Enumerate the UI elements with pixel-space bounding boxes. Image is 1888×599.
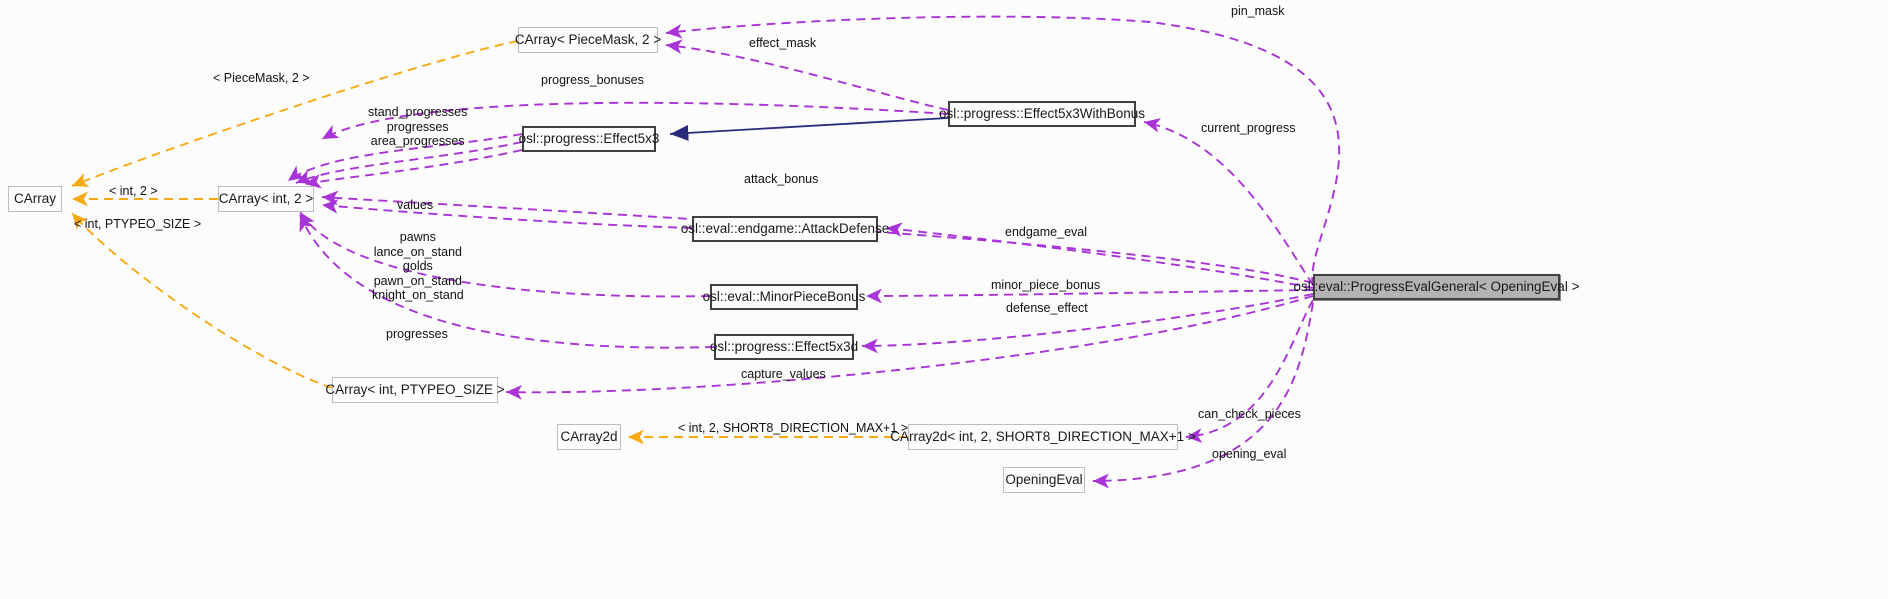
- edge-label-effect-mask: effect_mask: [749, 36, 817, 50]
- edge-effect5x3-inherits: [669, 117, 949, 141]
- node-label: CArray2d< int, 2, SHORT8_DIRECTION_MAX+1…: [890, 429, 1196, 445]
- node-label: osl::progress::Effect5x3d: [709, 339, 859, 355]
- node-label: osl::progress::Effect5x3WithBonus: [938, 106, 1146, 122]
- edge-minor-piece-bonus: [865, 288, 1314, 304]
- node-carray2d[interactable]: CArray2d: [557, 424, 621, 450]
- edge-capture-values: [505, 295, 1314, 400]
- node-label: osl::eval::ProgressEvalGeneral< OpeningE…: [1293, 279, 1580, 295]
- edge-label-piecemask-2: < PieceMask, 2 >: [213, 71, 310, 85]
- edge-label-pawns-group: pawns lance_on_stand golds pawn_on_stand…: [372, 230, 464, 302]
- edge-label-current-progress: current_progress: [1201, 121, 1296, 135]
- edge-stand-progresses-2: [295, 141, 523, 184]
- node-label: CArray2d: [560, 429, 618, 445]
- node-osl-eval-endgame-attackdefense[interactable]: osl::eval::endgame::AttackDefense: [681, 216, 889, 242]
- edge-effect-mask: [665, 39, 949, 111]
- edge-label-opening-eval: opening_eval: [1212, 447, 1287, 461]
- node-carray-int-ptypeo-size[interactable]: CArray< int, PTYPEO_SIZE >: [325, 377, 505, 403]
- node-openingeval[interactable]: OpeningEval: [1003, 467, 1085, 493]
- edge-label-progresses: progresses: [386, 327, 448, 341]
- edge-label-stand-progresses-group: stand_progresses progresses area_progres…: [368, 105, 468, 148]
- edge-label-capture-values: capture_values: [741, 367, 826, 381]
- edge-label-int-2: < int, 2 >: [109, 184, 158, 198]
- edge-defense-effect: [861, 293, 1314, 354]
- edge-progress-bonuses: [321, 101, 949, 140]
- template-instantiation-edges: [71, 40, 908, 445]
- edge-label-endgame-eval: endgame_eval: [1005, 225, 1088, 239]
- edge-can-check-pieces: [1185, 299, 1314, 444]
- node-osl-progress-effect5x3withbonus[interactable]: osl::progress::Effect5x3WithBonus: [939, 101, 1145, 127]
- edge-label-int-2-short8-direction-max: < int, 2, SHORT8_DIRECTION_MAX+1 >: [678, 421, 909, 435]
- node-osl-progress-effect5x3d[interactable]: osl::progress::Effect5x3d: [710, 334, 858, 360]
- edge-endgame-eval: [885, 222, 1314, 289]
- node-osl-progress-effect5x3[interactable]: osl::progress::Effect5x3: [519, 126, 659, 152]
- node-label: CArray< int, 2 >: [218, 191, 314, 207]
- edge-label-attack-bonus: attack_bonus: [744, 172, 819, 186]
- usage-edges: [287, 15, 1341, 489]
- node-carray2d-int-2-short8[interactable]: CArray2d< int, 2, SHORT8_DIRECTION_MAX+1…: [890, 424, 1196, 450]
- edge-pawns-group: [299, 211, 711, 298]
- node-osl-eval-minorpiecebonus[interactable]: osl::eval::MinorPieceBonus: [703, 284, 865, 310]
- node-osl-eval-progressevalgeneral-openingeval[interactable]: osl::eval::ProgressEvalGeneral< OpeningE…: [1294, 274, 1579, 300]
- edge-label-can-check-pieces: can_check_pieces: [1198, 407, 1301, 421]
- inheritance-edges: [669, 117, 949, 141]
- edge-values: [321, 199, 693, 229]
- node-label: osl::progress::Effect5x3: [518, 131, 660, 147]
- edge-label-progress-bonuses: progress_bonuses: [541, 73, 644, 87]
- edge-stand-progresses-3: [304, 149, 523, 189]
- node-label: CArray< int, PTYPEO_SIZE >: [325, 382, 505, 398]
- node-carray-int-2[interactable]: CArray< int, 2 >: [218, 186, 314, 212]
- node-carray[interactable]: CArray: [8, 186, 62, 212]
- node-label: CArray< PieceMask, 2 >: [514, 32, 662, 48]
- edge-carray-piecemask2: [71, 40, 519, 187]
- edge-current-progress: [1143, 118, 1314, 286]
- node-carray-piecemask-2[interactable]: CArray< PieceMask, 2 >: [514, 27, 662, 53]
- node-label: osl::eval::endgame::AttackDefense: [680, 221, 890, 237]
- edge-label-pin-mask: pin_mask: [1231, 4, 1285, 18]
- edge-label-values: values: [397, 198, 434, 212]
- edge-label-minor-piece-bonus: minor_piece_bonus: [991, 278, 1101, 292]
- node-label: osl::eval::MinorPieceBonus: [702, 289, 866, 305]
- edge-label-defense-effect: defense_effect: [1006, 301, 1088, 315]
- edge-pin-mask: [665, 15, 1341, 287]
- edge-label-int-ptypeo-size: < int, PTYPEO_SIZE >: [74, 217, 202, 231]
- edge-progresses: [299, 214, 715, 349]
- edge-opening-eval: [1092, 302, 1314, 489]
- edge-carray-ptypeo: [71, 212, 333, 389]
- node-label: CArray: [14, 191, 57, 207]
- node-label: OpeningEval: [1005, 472, 1083, 488]
